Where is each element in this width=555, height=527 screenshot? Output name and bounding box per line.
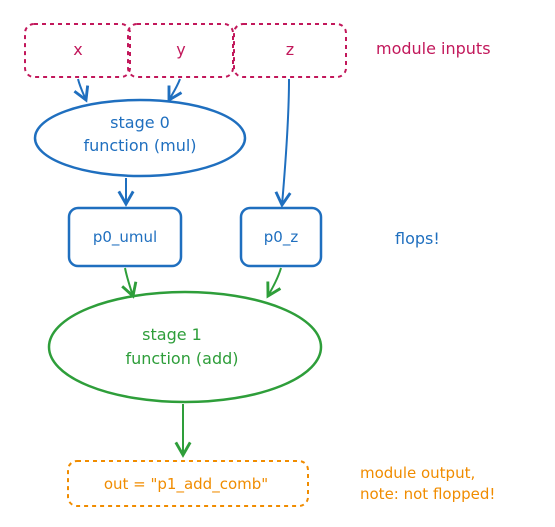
input-x-box [24,23,131,78]
p0-z-label: p0_z [264,228,299,247]
arrow-p0-z-to-stage1 [266,267,282,299]
arrow-x-to-stage0 [73,78,90,103]
stage1-title: stage 1 [142,325,202,344]
arrow-y-to-stage0 [167,78,183,103]
input-z-label: z [286,40,294,59]
stage0-title: stage 0 [110,113,170,132]
input-z-box [233,23,347,78]
stage0-function: function (mul) [83,136,196,155]
arrow-z-to-p0-z [274,78,292,208]
output-label: out = "p1_add_comb" [104,475,268,494]
stage1-function: function (add) [125,349,238,368]
arrow-p0-umul-to-stage1 [121,267,138,299]
input-y-box [127,23,234,78]
flops-annotation: flops! [395,229,440,248]
output-box [67,460,309,507]
output-annotation-line2: note: not flopped! [360,485,495,503]
input-y-label: y [176,40,185,59]
stage1-ellipse [47,290,323,404]
input-x-label: x [73,40,82,59]
p0-umul-label: p0_umul [93,228,157,247]
output-annotation-line1: module output, [360,464,475,482]
stage0-ellipse [33,98,247,178]
p0-umul-box [67,206,183,268]
module-inputs-annotation: module inputs [376,39,491,58]
p0-z-box [239,206,323,268]
